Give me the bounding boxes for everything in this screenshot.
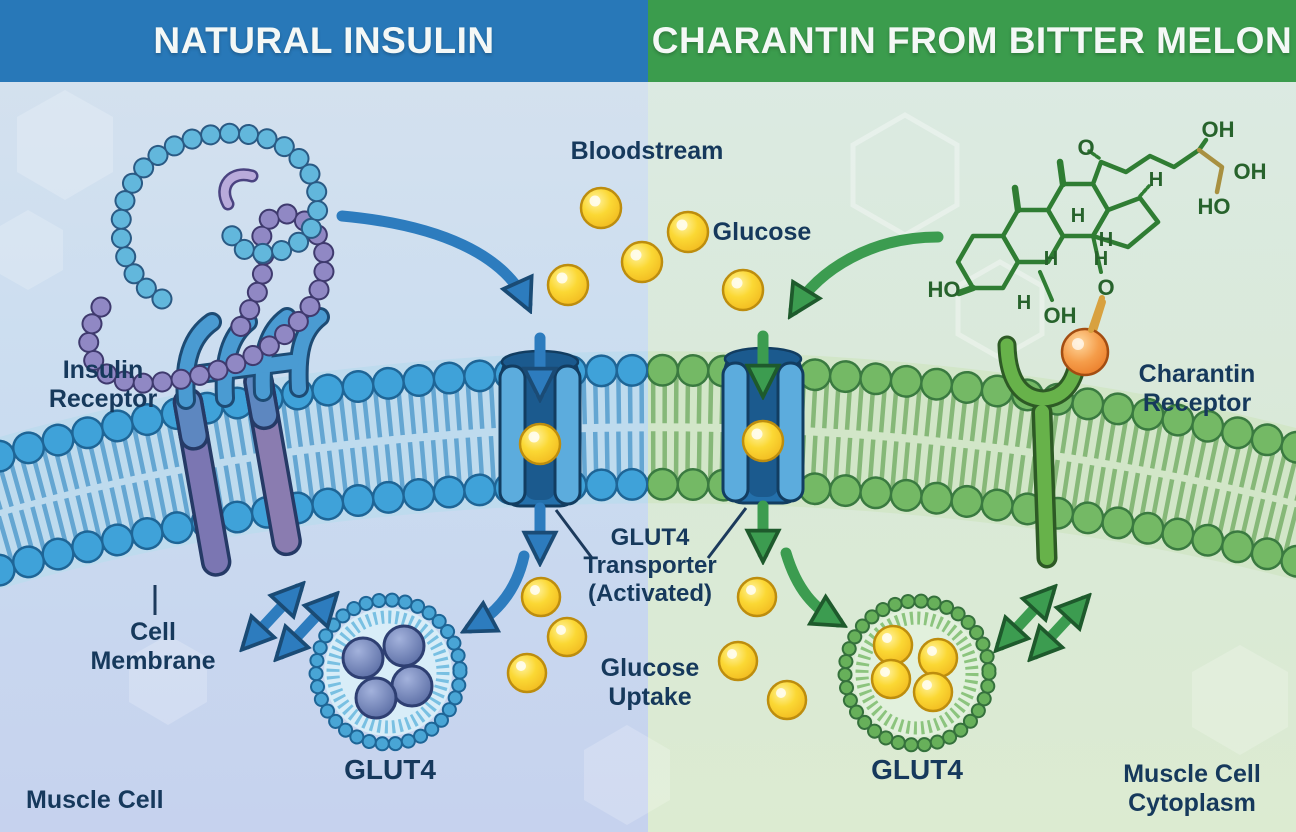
atom-labels: O OH OH HO HO H OH O H H H H H xyxy=(928,117,1267,328)
glut4-vesicle-right xyxy=(837,593,997,753)
lipid-heads-bottom xyxy=(0,470,1296,585)
insulin-receptor xyxy=(172,307,330,577)
atom-OH-right: OH xyxy=(1234,159,1267,184)
charantin-pathway-arrows xyxy=(763,231,1084,654)
atom-H-bottom: H xyxy=(1017,292,1031,314)
header-natural-insulin: NATURAL INSULIN xyxy=(0,0,648,82)
label-muscle-cytoplasm: Muscle Cell Cytoplasm xyxy=(1123,760,1261,817)
arrow-to-vesicle-right xyxy=(780,547,838,622)
atom-HO-right: HO xyxy=(1198,194,1231,219)
arrow-translocation-left-2 xyxy=(281,599,332,654)
atom-H: H xyxy=(1149,169,1163,191)
arrow-translocation-left-1 xyxy=(247,589,298,644)
glucose-molecules xyxy=(506,186,959,721)
label-cell-membrane: Cell Membrane xyxy=(90,618,216,675)
arrow-to-vesicle-left xyxy=(470,550,530,628)
arrow-translocation-right-2 xyxy=(1035,601,1084,654)
atom-H: H xyxy=(1094,248,1108,270)
insulin-chain-a xyxy=(112,124,327,308)
atom-OH-bottom: OH xyxy=(1044,303,1077,328)
leader-glut4-right xyxy=(706,507,748,559)
glucose-in-channels xyxy=(518,419,785,466)
header-charantin: CHARANTIN FROM BITTER MELON xyxy=(648,0,1296,82)
label-glucose-uptake: Glucose Uptake xyxy=(600,654,700,711)
atom-H: H xyxy=(1044,248,1058,270)
header-right-title: CHARANTIN FROM BITTER MELON xyxy=(651,20,1293,61)
label-muscle-cell: Muscle Cell xyxy=(26,786,164,814)
glucose-cytoplasm xyxy=(506,576,808,721)
leader-lines xyxy=(153,507,748,615)
arrow-insulin-to-channel xyxy=(336,210,527,304)
cell-membrane xyxy=(0,351,1296,589)
atom-OH-top: OH xyxy=(1202,117,1235,142)
glucose-bloodstream xyxy=(546,186,765,312)
arrow-translocation-right-1 xyxy=(1001,592,1050,645)
hexagon-decor xyxy=(0,90,1288,825)
atom-O-carbonyl: O xyxy=(1077,135,1094,160)
atom-H: H xyxy=(1071,205,1085,227)
leader-glut4-left xyxy=(554,509,594,559)
insulin-molecule xyxy=(78,122,336,394)
label-bloodstream: Bloodstream xyxy=(570,137,724,165)
arrow-charantin-to-channel xyxy=(794,231,944,310)
charantin-structure: O OH OH HO HO H OH O H H H H H xyxy=(928,117,1267,333)
glut4-proteins xyxy=(341,624,434,720)
label-glut4-left: GLUT4 xyxy=(344,754,436,785)
charantin-receptor xyxy=(997,299,1110,569)
label-glut4-right: GLUT4 xyxy=(871,754,963,785)
insulin-pathway-arrows xyxy=(247,210,540,654)
label-charantin-receptor: Charantin Receptor xyxy=(1138,360,1256,417)
lipid-heads-top xyxy=(0,356,1296,471)
header-left-title: NATURAL INSULIN xyxy=(153,20,495,61)
glut4-vesicle-left xyxy=(308,592,468,752)
atom-HO-left: HO xyxy=(928,277,961,302)
atom-O-ether: O xyxy=(1097,275,1114,300)
label-insulin-receptor: Insulin Receptor xyxy=(48,356,158,413)
label-glucose: Glucose xyxy=(712,218,812,246)
label-glut4-transporter: GLUT4 Transporter (Activated) xyxy=(583,524,717,607)
glucose-in-vesicle xyxy=(870,624,959,713)
charantin-ligand-ball xyxy=(1060,327,1110,377)
atom-H: H xyxy=(1099,229,1113,251)
